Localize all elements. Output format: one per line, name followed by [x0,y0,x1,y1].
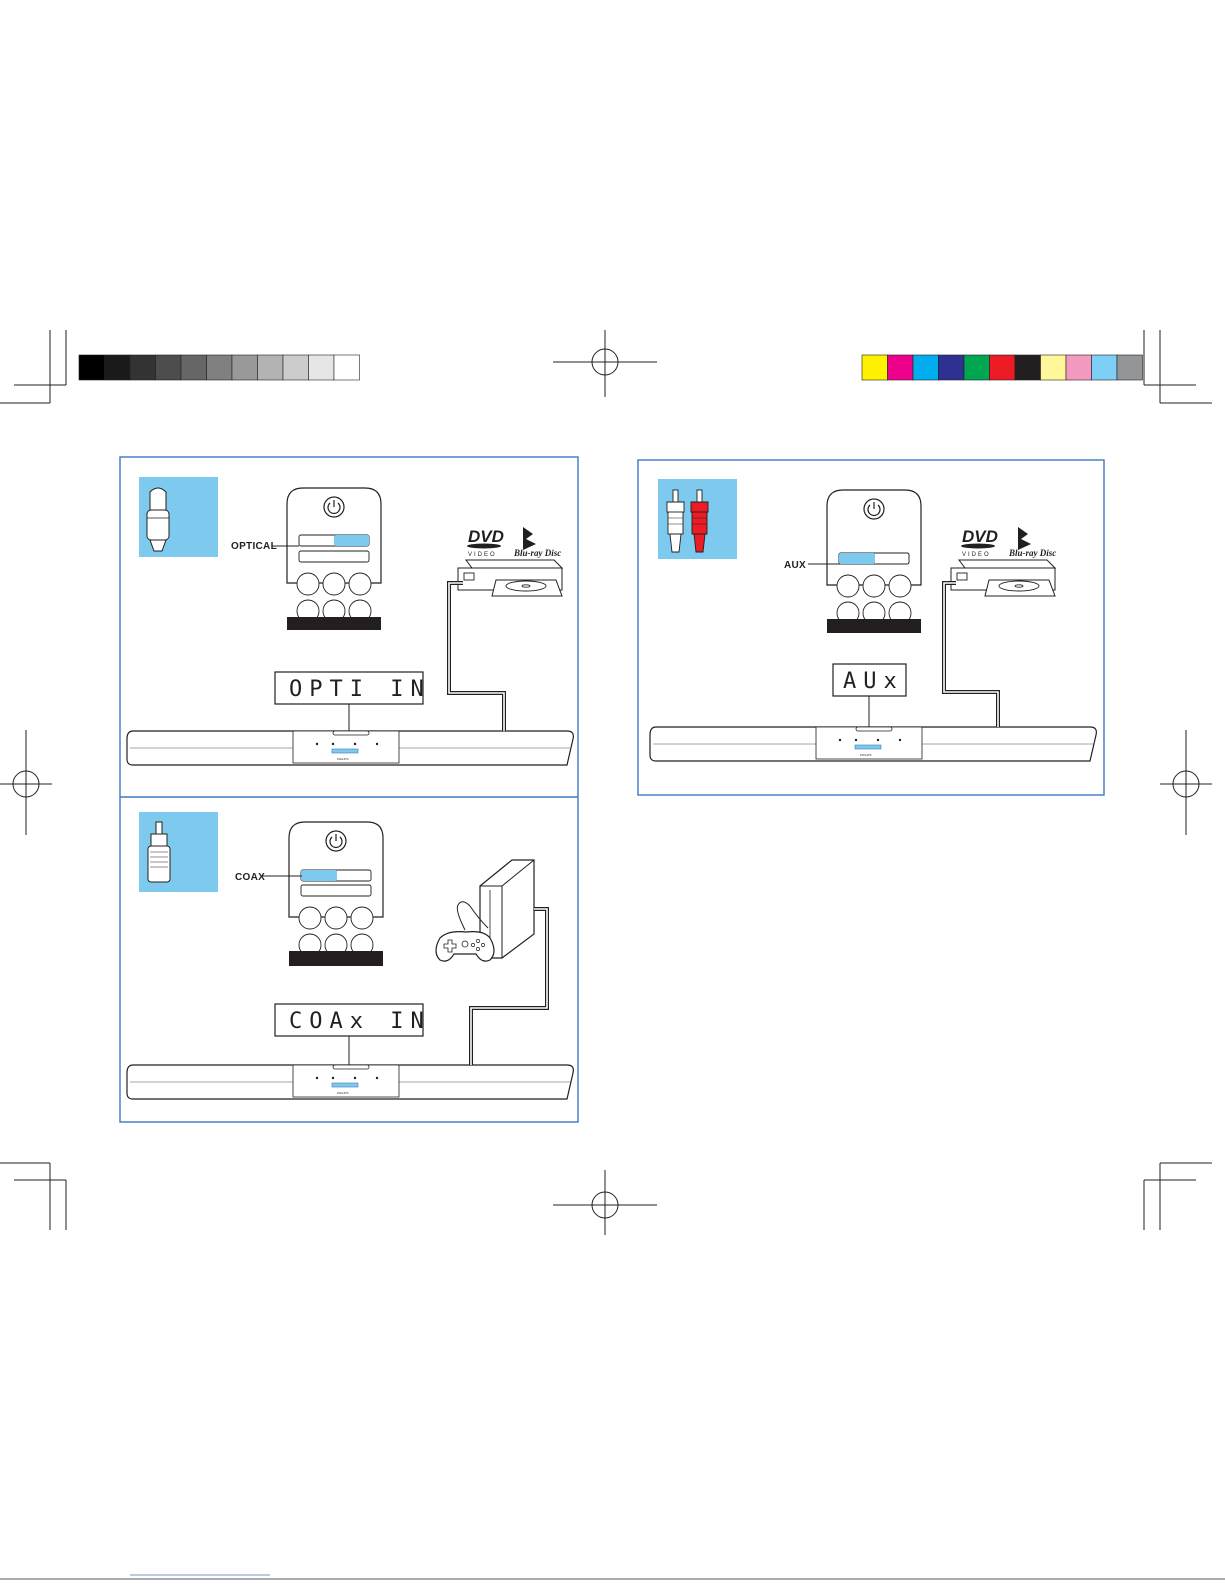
display-readout: AUx [833,664,906,696]
coax-panel: COAX COAx IN PHILIPS [127,812,573,1099]
bluray-logo: Blu-ray Disc [1008,548,1056,558]
dvd-video-label: VIDEO [962,552,991,558]
optical-label: OPTICAL [231,541,277,552]
color-swatch [1041,355,1067,380]
optical-panel: OPTICAL OPTI IN PHILIPS DVD VIDEO Blu-ra… [127,477,573,765]
soundbar: PHILIPS [127,731,573,765]
coax-label: COAX [235,872,265,883]
display-readout: COAx IN [275,1004,431,1036]
grayscale-swatch [130,355,156,380]
bluray-logo-mark [1018,527,1031,550]
bluray-logo-mark [523,527,536,550]
coax-plug-icon [139,812,218,892]
display-readout: OPTI IN [275,672,431,704]
soundbar-brand: PHILIPS [337,757,349,761]
color-swatch [1117,355,1143,380]
color-swatch [862,355,888,380]
bluray-logo: Blu-ray Disc [513,548,561,558]
grayscale-swatch [309,355,335,380]
grayscale-swatch [258,355,284,380]
color-swatch [990,355,1016,380]
dvd-logo: DVD [962,527,998,546]
source-logos: DVD VIDEO Blu-ray Disc [467,527,561,558]
grayscale-swatch [232,355,258,380]
color-swatch [939,355,965,380]
color-swatch [913,355,939,380]
grayscale-swatch [181,355,207,380]
display-text: OPTI IN [289,677,431,702]
disc-player-icon [458,560,562,596]
aux-label: AUX [784,560,806,571]
soundbar: PHILIPS [127,1065,573,1099]
color-swatch [964,355,990,380]
grayscale-swatch [283,355,309,380]
remote-control [827,490,921,633]
aux-panel: AUX AUx PHILIPS DVD VIDEO Blu-ray Disc [650,479,1096,761]
registration-mark-top [553,330,657,397]
source-logos: DVD VIDEO Blu-ray Disc [961,527,1056,558]
game-console-icon [436,860,534,961]
soundbar-brand: PHILIPS [860,753,872,757]
registration-mark-left [0,730,52,835]
color-swatch [1066,355,1092,380]
display-text: AUx [843,669,904,694]
registration-mark-bottom [553,1170,657,1235]
registration-mark-right [1160,730,1212,835]
grayscale-swatch [79,355,105,380]
grayscale-calibration-bar [79,355,360,380]
grayscale-swatch [105,355,131,380]
remote-control [287,488,381,630]
optical-plug-icon [139,477,218,557]
aux-button[interactable] [839,553,909,564]
grayscale-swatch [334,355,360,380]
dvd-logo: DVD [468,527,504,546]
color-swatch [1092,355,1118,380]
rca-plugs-icon [658,479,737,559]
optical-button[interactable] [299,535,369,546]
grayscale-swatch [156,355,182,380]
color-calibration-bar [862,355,1143,380]
dvd-video-label: VIDEO [468,552,497,558]
color-swatch [888,355,914,380]
coax-button[interactable] [301,870,371,881]
grayscale-swatch [207,355,233,380]
disc-player-icon [951,560,1055,596]
display-text: COAx IN [289,1009,431,1034]
soundbar-brand: PHILIPS [337,1091,349,1095]
remote-control [289,822,383,966]
color-swatch [1015,355,1041,380]
soundbar: PHILIPS [650,727,1096,761]
